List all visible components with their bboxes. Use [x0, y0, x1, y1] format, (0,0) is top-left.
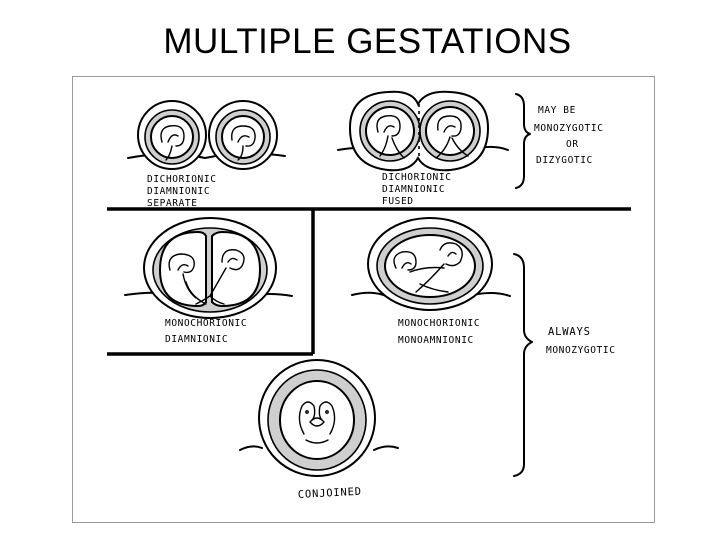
label-dichorionic-fused-3: FUSED	[382, 196, 414, 207]
note-may-be-4: DIZYGOTIC	[536, 155, 593, 166]
label-dichorionic-fused-2: DIAMNIONIC	[382, 184, 445, 195]
note-may-be-2: MONOZYGOTIC	[534, 123, 604, 134]
note-may-be-3: OR	[566, 139, 579, 150]
monochorionic-monoamnionic-illustration	[351, 217, 511, 311]
brace-may-be	[515, 93, 531, 189]
label-monochorionic-diamnionic-2: DIAMNIONIC	[165, 334, 228, 345]
label-monochorionic-monoamnionic-1: MONOCHORIONIC	[398, 318, 480, 329]
label-monochorionic-diamnionic-1: MONOCHORIONIC	[165, 318, 247, 329]
dichorionic-separate-illustration	[127, 100, 286, 170]
brace-always	[513, 253, 533, 477]
label-dichorionic-separate-1: DICHORIONIC	[147, 174, 217, 185]
label-dichorionic-separate-3: SEPARATE	[147, 198, 198, 209]
diagram-frame	[72, 76, 655, 523]
dichorionic-fused-illustration	[337, 90, 509, 172]
conjoined-illustration	[239, 359, 399, 477]
note-may-be-1: MAY BE	[538, 105, 576, 116]
note-always-1: ALWAYS	[548, 326, 591, 338]
label-dichorionic-separate-2: DIAMNIONIC	[147, 186, 210, 197]
label-dichorionic-fused-1: DICHORIONIC	[382, 172, 452, 183]
slide-title: MULTIPLE GESTATIONS	[163, 22, 572, 61]
note-always-2: MONOZYGOTIC	[546, 345, 616, 356]
monochorionic-diamnionic-illustration	[124, 217, 293, 319]
label-monochorionic-monoamnionic-2: MONOAMNIONIC	[398, 335, 474, 346]
label-conjoined: CONJOINED	[298, 486, 363, 501]
